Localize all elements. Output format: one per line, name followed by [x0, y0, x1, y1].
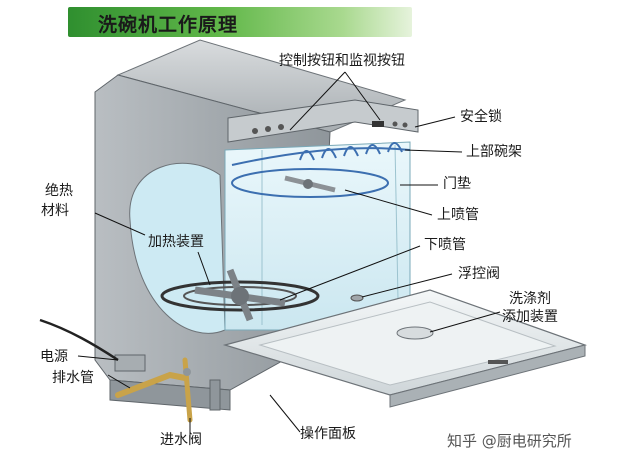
- label-safety-lock: 安全锁: [460, 109, 502, 125]
- label-heater: 加热装置: [148, 234, 204, 250]
- inlet-valve: [182, 357, 193, 423]
- drain-pipe: [115, 371, 188, 398]
- open-door: [222, 289, 588, 408]
- upper-spray-arm: [231, 168, 389, 198]
- leader-lines: [77, 71, 501, 438]
- label-detergent-2: 添加装置: [502, 309, 558, 325]
- label-drain-pipe: 排水管: [52, 370, 94, 386]
- diagram-title: 洗碗机工作原理: [98, 14, 239, 36]
- float-valve: [350, 294, 364, 302]
- label-door-seal: 门垫: [443, 176, 471, 192]
- label-lower-spray-arm: 下喷管: [424, 237, 466, 253]
- watermark: 知乎 @厨电研究所: [447, 432, 572, 450]
- label-insulation-2: 材料: [41, 203, 69, 219]
- label-control-panel: 操作面板: [300, 426, 356, 442]
- label-upper-spray-arm: 上喷管: [437, 207, 479, 223]
- control-panel-strip: [227, 99, 419, 143]
- upper-rack: [231, 142, 411, 166]
- label-detergent-1: 洗涤剂: [509, 291, 551, 307]
- label-insulation-1: 绝热: [45, 183, 73, 199]
- power-cord: [39, 318, 119, 362]
- label-power: 电源: [40, 349, 68, 365]
- label-upper-rack: 上部碗架: [466, 144, 522, 160]
- label-control-buttons: 控制按钮和监视按钮: [279, 53, 405, 69]
- heater-and-lower-spray: [160, 268, 320, 322]
- label-inlet-valve: 进水阀: [160, 432, 202, 448]
- title-banner: [68, 7, 412, 37]
- label-float-valve: 浮控阀: [458, 266, 500, 282]
